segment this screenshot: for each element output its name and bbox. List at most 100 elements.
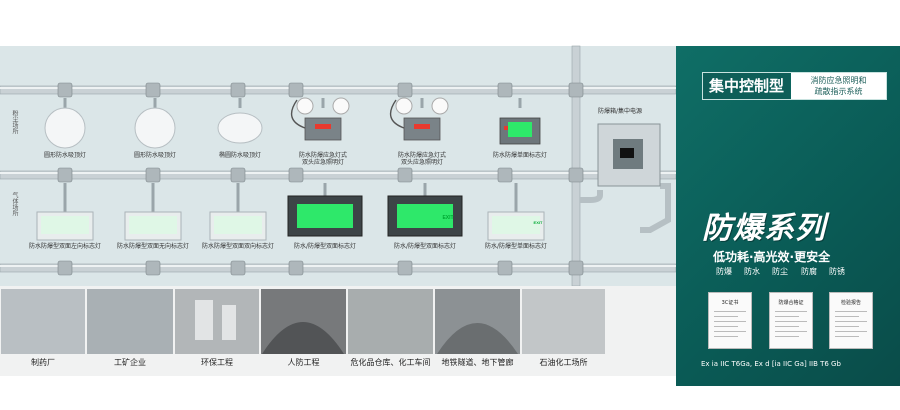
junction-box xyxy=(397,167,413,183)
certificate-line xyxy=(714,316,738,317)
junction-box xyxy=(568,167,584,183)
certificate-line xyxy=(835,321,867,322)
subtitle-line1: 消防应急照明和 xyxy=(810,76,867,85)
system-title: 集中控制型 xyxy=(703,73,790,99)
slogan: 低功耗·高光效·更安全 xyxy=(713,250,831,264)
junction-box xyxy=(288,167,304,183)
series-title: 防爆系列 xyxy=(702,211,826,246)
pipe-highlight xyxy=(0,172,676,174)
lamp-label-row2: 防水防爆型双面左向标志灯 xyxy=(28,243,101,250)
junction-box xyxy=(230,82,246,98)
junction-box xyxy=(57,167,73,183)
emergency-lamp-indicator xyxy=(315,124,331,129)
scene-photo xyxy=(348,289,433,354)
lamp-label-row1: 椭圆防水吸顶灯 xyxy=(218,152,261,159)
sign-face xyxy=(508,122,532,137)
system-header: 集中控制型 消防应急照明和 疏散指示系统 xyxy=(702,72,887,100)
scene-label: 地铁隧道、地下管廊 xyxy=(441,358,514,367)
junction-box xyxy=(568,260,584,276)
feature-label: 防水 xyxy=(744,267,760,276)
scene-photo xyxy=(175,289,259,354)
lamp-head-right xyxy=(431,97,449,115)
cable xyxy=(290,99,306,129)
junction-box xyxy=(230,167,246,183)
junction-box xyxy=(397,82,413,98)
lamp-label-row1: 圆形防水吸顶灯 xyxy=(43,152,86,159)
scene-label: 环保工程 xyxy=(201,358,233,367)
tunnel-arch xyxy=(262,322,344,354)
sign-indicator xyxy=(504,126,508,130)
lamp-head-right xyxy=(332,97,350,115)
certificate-line xyxy=(714,326,738,327)
certificate-line xyxy=(775,311,807,312)
certificate-line xyxy=(714,321,746,322)
junction-box xyxy=(145,260,161,276)
sign-face xyxy=(397,204,453,228)
feature-label: 防爆 xyxy=(716,267,732,276)
scene-photo xyxy=(522,289,605,354)
lamp-label-row1: 防水防爆应急灯式 双头应急照明灯 xyxy=(397,152,446,166)
sign-face xyxy=(297,204,353,228)
sign-face xyxy=(41,216,89,234)
feature-label: 防锈 xyxy=(829,267,845,276)
dome-lamp xyxy=(134,107,176,149)
power-box-label: 防爆箱/集中电源 xyxy=(598,108,643,115)
scene-label: 石油化工场所 xyxy=(539,358,588,367)
certificate-line xyxy=(714,331,746,332)
cooling-tower xyxy=(195,300,213,340)
junction-box xyxy=(145,167,161,183)
certificate-doc: 检验报告 xyxy=(829,292,873,349)
lamp-label-row2: 防水/防爆型双面标志灯 xyxy=(293,243,357,250)
scene-photo xyxy=(1,289,85,354)
lamp-label-row2: 防水防爆型双面双向标志灯 xyxy=(201,243,274,250)
junction-box xyxy=(288,82,304,98)
pipe-vertical-main xyxy=(571,45,581,287)
lamp-head-left xyxy=(296,97,314,115)
zone-label-gas: 气体场所 xyxy=(11,192,18,216)
certificate-doc: 防爆合格证 xyxy=(769,292,813,349)
certificate-line xyxy=(835,311,867,312)
junction-box xyxy=(497,167,513,183)
certificate-title: 检验报告 xyxy=(840,300,861,306)
junction-box xyxy=(568,82,584,98)
junction-box xyxy=(230,260,246,276)
certificate-line xyxy=(775,321,807,322)
junction-box xyxy=(57,260,73,276)
feature-label: 防腐 xyxy=(801,267,817,276)
scene-label: 工矿企业 xyxy=(114,358,146,367)
certificate-line xyxy=(835,331,867,332)
oval-lamp xyxy=(217,112,263,144)
zone-label-dust: 粉尘场所 xyxy=(11,110,18,134)
certificate-line xyxy=(775,331,807,332)
emergency-lamp-indicator xyxy=(414,124,430,129)
junction-box xyxy=(288,260,304,276)
certificate-line xyxy=(835,336,859,337)
lamp-label-row1: 防水防爆单面标志灯 xyxy=(492,152,547,159)
junction-box xyxy=(497,82,513,98)
sign-face xyxy=(492,216,540,234)
certificate-line xyxy=(714,311,746,312)
lamp-label-row2: 防水/防爆型双面标志灯 xyxy=(393,243,457,250)
system-subtitle: 消防应急照明和 疏散指示系统 xyxy=(791,73,886,99)
certificate-line xyxy=(775,336,799,337)
certificate-line xyxy=(775,326,799,327)
junction-box xyxy=(145,82,161,98)
lamp-label-row2: 防水防爆型双面无向标志灯 xyxy=(116,243,189,250)
scene-label: 危化品仓库、化工车间 xyxy=(350,358,431,367)
pipe-highlight xyxy=(0,87,676,89)
power-box-display xyxy=(620,148,634,158)
dome-lamp xyxy=(44,107,86,149)
cable xyxy=(389,99,405,129)
certificate-line xyxy=(714,336,738,337)
scene-photo xyxy=(87,289,173,354)
sign-face xyxy=(214,216,262,234)
pipe-connector-panel xyxy=(640,183,671,233)
scene-label: 制药厂 xyxy=(31,358,55,367)
certificate-title: 3C证书 xyxy=(721,300,739,306)
junction-box xyxy=(57,82,73,98)
exit-text-2: EXIT xyxy=(534,220,543,225)
lamp-label-row2: 防水/防爆型单面标志灯 xyxy=(484,243,548,250)
certificate-title: 防爆合格证 xyxy=(778,300,804,306)
pipe-highlight xyxy=(0,265,676,267)
